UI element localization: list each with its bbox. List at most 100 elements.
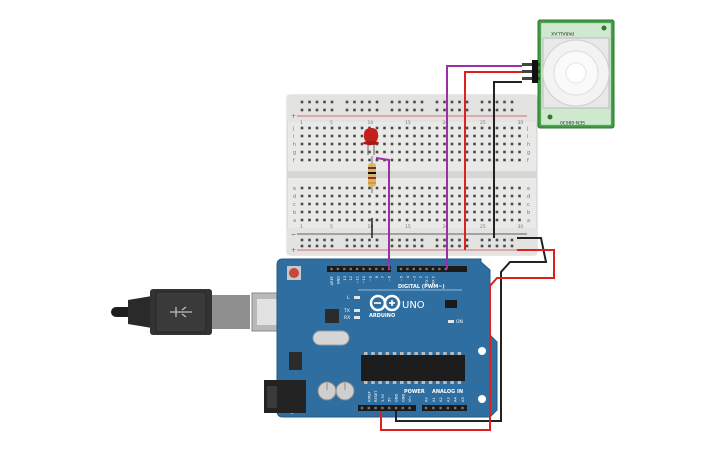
column-number: 15 — [405, 224, 411, 230]
header-pin[interactable] — [375, 267, 378, 271]
arduino-uno[interactable]: L TX RX ON UNO ARDUINO DIGITAL (PWM~) PO… — [264, 258, 498, 418]
breadboard-hole — [360, 158, 364, 162]
breadboard-hole — [338, 158, 341, 162]
rail-hole — [480, 100, 484, 104]
icsp-header — [445, 300, 457, 308]
header-pin[interactable] — [406, 267, 409, 271]
pin-label: 5V — [388, 397, 392, 402]
breadboard-hole — [398, 210, 401, 214]
breadboard-hole — [510, 202, 514, 206]
breadboard-hole — [465, 210, 469, 214]
header-pin[interactable] — [432, 406, 435, 410]
header-pin[interactable] — [381, 406, 384, 410]
header-pin[interactable] — [381, 267, 384, 271]
breadboard-hole — [398, 202, 401, 206]
header-pin[interactable] — [355, 267, 359, 271]
usb-cable[interactable] — [111, 289, 285, 335]
header-pin[interactable] — [408, 406, 411, 410]
rail-hole — [450, 108, 454, 112]
breadboard-hole — [353, 126, 356, 130]
pin-label: ~10 — [362, 275, 366, 283]
breadboard-hole — [413, 134, 416, 138]
row-letter: g — [527, 150, 530, 156]
rail-hole — [368, 238, 371, 242]
rail-hole — [488, 244, 491, 248]
header-pin[interactable] — [343, 267, 346, 271]
rail-hole — [390, 244, 394, 248]
breadboard-hole — [300, 194, 304, 198]
header-pin[interactable] — [454, 406, 457, 410]
header-pin[interactable] — [431, 267, 435, 271]
header-pin[interactable] — [446, 406, 450, 410]
breadboard-hole — [503, 126, 506, 130]
pin-label: 3.3V — [381, 393, 385, 402]
breadboard-hole — [345, 142, 349, 146]
usb-chip — [325, 309, 339, 323]
breadboard-hole — [353, 134, 356, 138]
wire-pir-vcc[interactable] — [464, 71, 522, 250]
breadboard-hole — [338, 194, 341, 198]
rail-hole — [330, 108, 334, 112]
header-pin[interactable] — [412, 267, 415, 271]
breadboard-hole — [480, 142, 484, 146]
breadboard-hole — [435, 218, 439, 222]
header-pin[interactable] — [362, 267, 365, 271]
header-pin[interactable] — [419, 267, 422, 271]
breadboard-hole — [518, 210, 521, 214]
header-pin[interactable] — [461, 406, 464, 410]
header-pin[interactable] — [367, 406, 370, 410]
mount-hole-2 — [478, 347, 486, 355]
breadboard-hole — [375, 150, 379, 154]
breadboard-hole — [495, 134, 499, 138]
chip-pin — [371, 381, 375, 384]
header-pin[interactable] — [425, 267, 428, 271]
header-pin[interactable] — [360, 406, 364, 410]
breadboard-hole — [420, 218, 424, 222]
header-pin[interactable] — [388, 406, 391, 410]
reset-button[interactable] — [289, 268, 299, 278]
wire-pir-signal[interactable] — [446, 65, 522, 269]
pir-sensor[interactable]: PARALLAX SEN-08630 — [522, 19, 615, 129]
breadboard-hole — [315, 186, 319, 190]
breadboard-hole — [458, 218, 461, 222]
column-number: 30 — [518, 120, 524, 126]
breadboard-hole — [435, 134, 439, 138]
header-pin[interactable] — [424, 406, 428, 410]
breadboard-hole — [510, 126, 514, 130]
header-pin[interactable] — [399, 267, 403, 271]
chip-pin — [450, 352, 454, 355]
header-pin[interactable] — [401, 406, 404, 410]
pin-label: ~3 — [412, 276, 416, 281]
header-pin[interactable] — [444, 267, 447, 271]
breadboard-hole — [473, 150, 476, 154]
header-pin[interactable] — [439, 406, 442, 410]
rail-hole — [503, 238, 506, 242]
wire-gnd-to-arduino[interactable] — [395, 237, 548, 422]
brand-label: ARDUINO — [369, 313, 395, 319]
header-pin[interactable] — [330, 267, 333, 271]
breadboard-hole — [323, 202, 326, 206]
pin-label: 12 — [349, 276, 353, 281]
header-pin[interactable] — [336, 267, 340, 271]
rail-hole — [398, 108, 401, 112]
header-pin[interactable] — [349, 267, 352, 271]
breadboard-hole — [518, 126, 521, 130]
breadboard-hole — [495, 150, 499, 154]
header-pin[interactable] — [394, 406, 398, 410]
header-pin[interactable] — [438, 267, 441, 271]
led[interactable] — [363, 128, 379, 155]
header-pin[interactable] — [368, 267, 372, 271]
wire-5v-to-arduino[interactable] — [380, 249, 555, 431]
breadboard-hole — [300, 186, 304, 190]
pin-label: GND — [336, 276, 340, 284]
wire-pir-gnd[interactable] — [493, 81, 522, 238]
breadboard-hole — [480, 134, 484, 138]
rail-hole — [405, 244, 409, 248]
header-pin[interactable] — [374, 406, 377, 410]
breadboard-hole — [503, 218, 506, 222]
breadboard-hole — [480, 186, 484, 190]
breadboard-hole — [495, 186, 499, 190]
rail-hole — [300, 244, 304, 248]
resistor[interactable] — [368, 156, 376, 193]
wire-led-to-pin[interactable] — [375, 157, 390, 269]
